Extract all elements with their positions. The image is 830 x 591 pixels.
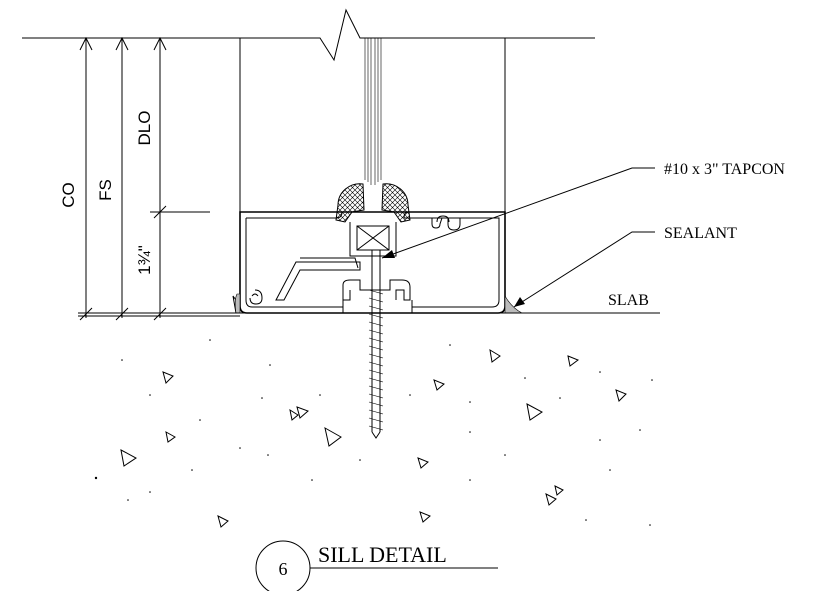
dim-label-dlo: DLO [135, 111, 154, 146]
concrete-hatch [120, 349, 627, 528]
glass-pane [364, 38, 382, 185]
slab-line [78, 312, 660, 317]
sill-frame-profile [232, 211, 506, 314]
dim-label-fs: FS [96, 179, 115, 201]
dimension-lines [78, 36, 210, 321]
top-break-line [22, 8, 595, 62]
tapcon-anchor [368, 250, 384, 439]
callout-sealant: SEALANT [664, 225, 737, 242]
dim-label-sill-height: 1¾" [135, 245, 154, 275]
callout-slab: SLAB [608, 292, 649, 309]
dim-label-co: CO [59, 182, 78, 208]
concrete-dots [94, 339, 653, 526]
sealant-bead [234, 293, 523, 314]
glazing-gasket [335, 183, 411, 223]
detail-title: SILL DETAIL [318, 542, 447, 567]
setting-block [349, 222, 397, 257]
callout-tapcon: #10 x 3" TAPCON [664, 161, 785, 178]
detail-title-block [255, 540, 498, 591]
detail-number: 6 [279, 559, 288, 579]
leader-lines [381, 167, 655, 308]
